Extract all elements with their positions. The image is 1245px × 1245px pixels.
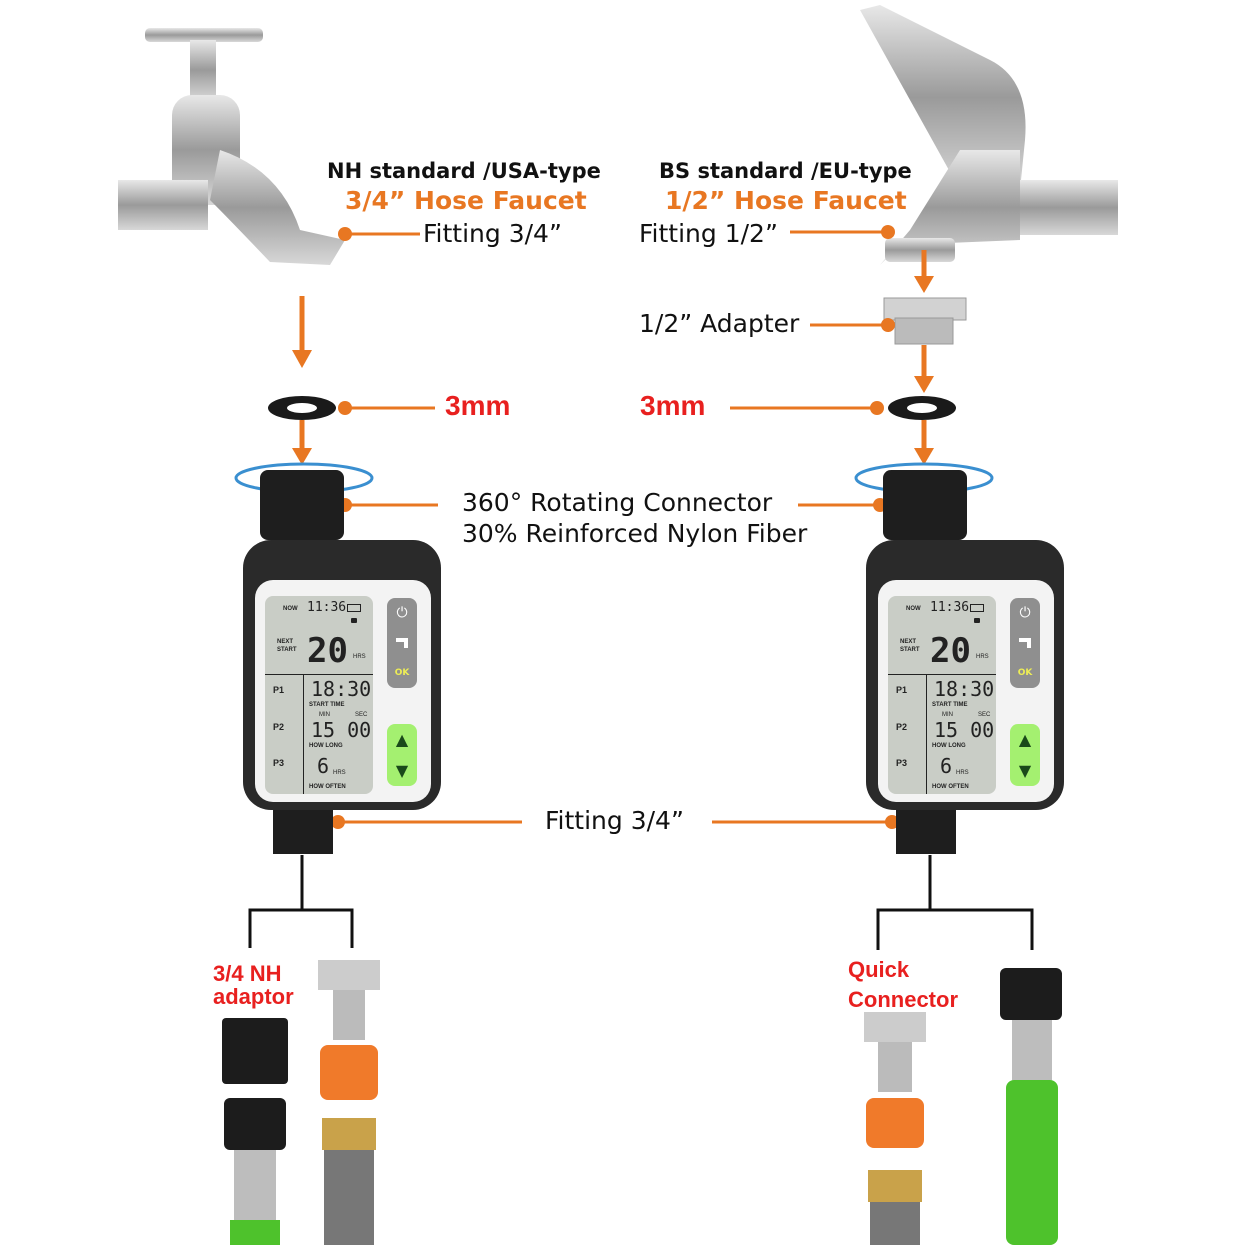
lcd-p3: P3 [273, 758, 285, 768]
up-arrow-button[interactable]: ▲ [1018, 730, 1032, 749]
lcd-sec: SEC [355, 712, 368, 718]
lcd-screen: NOW 11:36 NEXT START 20 HRS P1 P2 P3 18:… [265, 596, 373, 794]
lcd-clock: 11:36 [307, 600, 347, 615]
washer-left-label: 3mm [445, 390, 511, 421]
lcd-duration: 15 00 [934, 718, 995, 742]
right-accessories [864, 968, 1062, 1245]
lcd-how-often: HOW OFTEN [309, 784, 346, 790]
eu-fitting-label: Fitting 1/2” [639, 219, 778, 248]
lcd-start-time: 18:30 [934, 677, 995, 701]
lock-icon [351, 618, 357, 623]
arrow-buttons: ▲ ▼ [1010, 724, 1040, 786]
divider [926, 674, 927, 794]
lcd-p3: P3 [896, 758, 908, 768]
lcd-next-value: 20 [307, 631, 348, 671]
quick-connector-label: Quick Connector [848, 957, 958, 1012]
control-buttons: ⏻ OK [1010, 598, 1040, 688]
washer-right-label: 3mm [640, 390, 706, 421]
down-arrow-button[interactable]: ▼ [1018, 761, 1032, 780]
usa-faucet-label: 3/4” Hose Faucet [345, 186, 587, 215]
lcd-next-start: NEXT START [277, 639, 297, 653]
left-accessories [222, 960, 380, 1245]
tap-icon [396, 638, 408, 642]
adapter-label: 1/2” Adapter [639, 309, 800, 338]
lcd-p2: P2 [273, 722, 285, 732]
rotating-connector [883, 470, 967, 540]
divider [303, 674, 304, 794]
lcd-clock: 11:36 [930, 600, 970, 615]
lcd-min: MIN [942, 712, 953, 718]
usa-faucet-image [118, 28, 345, 265]
lcd-frequency: 6 [940, 754, 953, 778]
lcd-start-time-label: START TIME [932, 702, 968, 708]
lcd-hrs-2: HRS [956, 770, 969, 776]
outlet-fitting [273, 808, 333, 854]
lcd-now: NOW [906, 606, 921, 612]
rotating-connector [260, 470, 344, 540]
lcd-now: NOW [283, 606, 298, 612]
set-ok-button[interactable]: OK [1017, 668, 1033, 678]
half-inch-adapter-image [883, 297, 967, 321]
lock-icon [974, 618, 980, 623]
flow-arrows [292, 250, 934, 465]
battery-icon [347, 604, 361, 612]
lcd-start-time: 18:30 [311, 677, 372, 701]
manual-water-button[interactable] [1010, 628, 1040, 658]
lcd-start-time-label: START TIME [309, 702, 345, 708]
eu-faucet-image [860, 5, 1118, 265]
power-button[interactable]: ⏻ [1019, 605, 1031, 621]
outlet-fitting-label: Fitting 3/4” [545, 806, 684, 835]
lcd-next-start: NEXT START [900, 639, 920, 653]
manual-water-button[interactable] [387, 628, 417, 658]
lcd-hrs-2: HRS [333, 770, 346, 776]
down-arrow-button[interactable]: ▼ [395, 761, 409, 780]
nh-adaptor-label: 3/4 NH adaptor [213, 961, 294, 1009]
tap-spout [404, 642, 408, 648]
lcd-p2: P2 [896, 722, 908, 732]
tap-spout [1027, 642, 1031, 648]
lcd-hrs: HRS [976, 654, 989, 660]
lcd-sec: SEC [978, 712, 991, 718]
leader-lines [331, 225, 899, 829]
lcd-p1: P1 [896, 685, 908, 695]
battery-icon [970, 604, 984, 612]
lcd-next-value: 20 [930, 631, 971, 671]
lcd-min: MIN [319, 712, 330, 718]
power-button[interactable]: ⏻ [396, 605, 408, 621]
lcd-screen: NOW 11:36 NEXT START 20 HRS P1 P2 P3 18:… [888, 596, 996, 794]
nylon-fiber-label: 30% Reinforced Nylon Fiber [462, 519, 808, 548]
lcd-how-often: HOW OFTEN [932, 784, 969, 790]
usa-standard-label: NH standard /USA-type [327, 159, 601, 183]
lcd-hrs: HRS [353, 654, 366, 660]
up-arrow-button[interactable]: ▲ [395, 730, 409, 749]
divider [888, 674, 996, 675]
divider [265, 674, 373, 675]
usa-fitting-label: Fitting 3/4” [423, 219, 562, 248]
eu-standard-label: BS standard /EU-type [659, 159, 912, 183]
outlet-fitting [896, 808, 956, 854]
branch-lines [248, 855, 1034, 950]
rotating-connector-label: 360° Rotating Connector [462, 488, 773, 517]
tap-icon [1019, 638, 1031, 642]
lcd-frequency: 6 [317, 754, 330, 778]
eu-faucet-label: 1/2” Hose Faucet [665, 186, 907, 215]
water-timer-right: NOW 11:36 NEXT START 20 HRS P1 P2 P3 18:… [866, 470, 1066, 854]
water-timer: NOW 11:36 NEXT START 20 HRS P1 P2 P3 18:… [243, 470, 443, 854]
set-ok-button[interactable]: OK [394, 668, 410, 678]
lcd-how-long: HOW LONG [932, 743, 966, 749]
lcd-p1: P1 [273, 685, 285, 695]
lcd-duration: 15 00 [311, 718, 372, 742]
arrow-buttons: ▲ ▼ [387, 724, 417, 786]
control-buttons: ⏻ OK [387, 598, 417, 688]
lcd-how-long: HOW LONG [309, 743, 343, 749]
